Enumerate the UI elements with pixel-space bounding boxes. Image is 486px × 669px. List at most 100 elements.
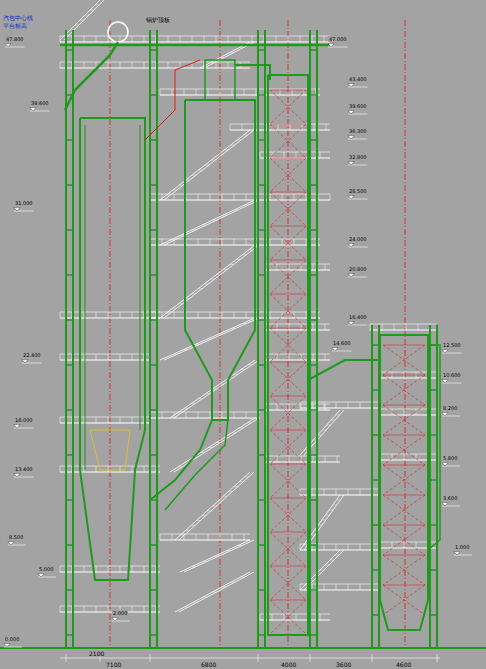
- elevation-label: 32.800: [348, 154, 368, 160]
- railing-post: [132, 466, 133, 472]
- stair-tread: [215, 556, 219, 557]
- stair-tread: [213, 592, 217, 593]
- tube-bank: [270, 362, 306, 363]
- railing-post: [198, 194, 199, 200]
- stair-tread: [245, 476, 249, 477]
- elevation-triangle: [4, 644, 10, 648]
- railing: [260, 152, 330, 153]
- tube-bank: [270, 90, 306, 124]
- platform: [60, 471, 160, 472]
- tube-bank: [270, 498, 306, 532]
- railing-post: [296, 152, 297, 158]
- stair-tread: [248, 364, 252, 365]
- elevation-triangle: [112, 618, 118, 622]
- dimension-label: 平台标高: [2, 22, 28, 29]
- column-joint: [310, 184, 317, 186]
- railing-post: [272, 614, 273, 620]
- railing-post: [184, 89, 185, 95]
- column-joint: [310, 589, 317, 591]
- top-beam: [60, 44, 330, 47]
- platform: [300, 589, 380, 590]
- tube-bank: [270, 532, 306, 533]
- tube-bank: [383, 435, 425, 465]
- column-joint: [372, 344, 379, 346]
- railing-post: [313, 456, 314, 462]
- stair-tread: [231, 582, 235, 583]
- railing-post: [370, 324, 371, 330]
- railing-post: [108, 417, 109, 423]
- elevation-triangle: [14, 425, 20, 429]
- railing-post: [282, 239, 283, 245]
- railing-post: [60, 606, 61, 612]
- tube-bank: [383, 405, 425, 435]
- elevation-label: 31.000: [14, 200, 34, 206]
- stair-tread: [318, 525, 322, 526]
- tube-bank: [383, 345, 425, 375]
- stair-tread: [192, 175, 196, 176]
- stair-tread: [318, 435, 322, 436]
- tube-bank: [270, 158, 306, 192]
- stair-tread: [223, 269, 227, 270]
- elevation-label: 39.600: [348, 103, 368, 109]
- railing-post: [196, 89, 197, 95]
- loop-seal: [150, 420, 212, 500]
- railing-post: [234, 312, 235, 318]
- elevation-triangle: [14, 474, 20, 478]
- dimension-tick: [66, 654, 67, 662]
- column-joint: [310, 634, 317, 636]
- column-joint: [150, 229, 157, 231]
- railing-post: [404, 542, 405, 548]
- column: [371, 325, 373, 648]
- platform: [230, 129, 330, 130]
- tube-bank: [383, 345, 425, 375]
- stair-tread: [218, 501, 222, 502]
- tube-bank: [270, 158, 306, 159]
- steam-drum: [108, 22, 128, 42]
- tube-bank: [270, 362, 306, 396]
- stair: [160, 130, 250, 200]
- stair-tread: [223, 215, 227, 216]
- stair-tread: [180, 535, 184, 536]
- tube-bank: [270, 464, 306, 498]
- stair-tread: [238, 545, 242, 546]
- dimension-label: 2100: [88, 650, 105, 657]
- stair-tread: [322, 520, 326, 521]
- railing-post: [228, 62, 229, 68]
- stair-tread: [247, 422, 251, 423]
- tube-bank: [270, 430, 306, 431]
- railing-post: [276, 36, 277, 42]
- furnace-wall: [80, 118, 145, 580]
- stair-tread: [178, 467, 182, 468]
- railing-post: [84, 466, 85, 472]
- stair-tread: [90, 10, 94, 11]
- railing-post: [60, 312, 61, 318]
- railing-post: [60, 62, 61, 68]
- stair-tread: [234, 374, 238, 375]
- railing-post: [313, 324, 314, 330]
- stair-tread: [192, 566, 196, 567]
- tube-bank: [270, 600, 306, 634]
- stair-tread: [234, 210, 238, 211]
- elevation-triangle: [328, 44, 334, 48]
- railing-post: [246, 412, 247, 418]
- stair-tread: [211, 279, 215, 280]
- stair-tread: [194, 602, 198, 603]
- column-joint: [150, 94, 157, 96]
- stair: [175, 472, 250, 540]
- railing-post: [270, 194, 271, 200]
- column-joint: [310, 229, 317, 231]
- center-line: [220, 20, 221, 645]
- dimension-label: 6800: [200, 661, 217, 668]
- stair-tread: [205, 393, 209, 394]
- elevation-triangle: [348, 274, 354, 278]
- railing-post: [270, 312, 271, 318]
- railing-post: [96, 354, 97, 360]
- railing-post: [404, 454, 405, 460]
- stair-tread: [202, 225, 206, 226]
- column-joint: [310, 499, 317, 501]
- air-duct: [428, 345, 440, 550]
- platform: [150, 199, 330, 200]
- stair-tread: [203, 561, 207, 562]
- elevation-triangle: [38, 574, 44, 578]
- tube-bank: [383, 375, 425, 405]
